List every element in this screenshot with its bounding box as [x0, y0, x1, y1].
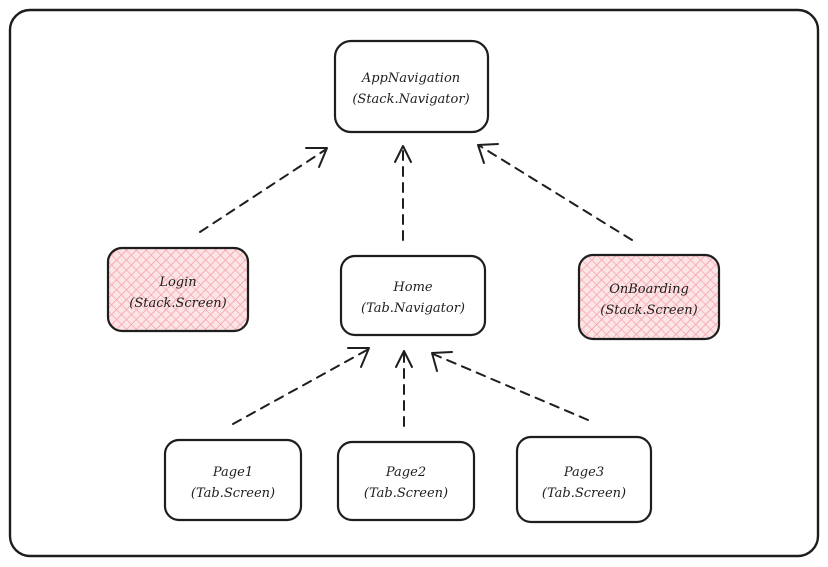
node-box	[163, 438, 303, 522]
node-login: Login (Stack.Screen)	[106, 246, 250, 333]
edge-onboarding-to-app-navigation	[477, 143, 633, 241]
node-box	[106, 246, 250, 333]
node-type: (Tab.Screen)	[364, 486, 448, 501]
node-title: OnBoarding	[609, 282, 689, 297]
node-page1: Page1 (Tab.Screen)	[163, 438, 303, 522]
node-home: Home (Tab.Navigator)	[339, 254, 487, 337]
node-title: AppNavigation	[361, 71, 460, 86]
node-type: (Stack.Navigator)	[352, 92, 469, 107]
node-box	[515, 435, 653, 524]
node-box	[577, 253, 721, 341]
edge-home-to-app-navigation	[394, 145, 412, 241]
edge-login-to-app-navigation	[199, 147, 328, 233]
node-app-navigation: AppNavigation (Stack.Navigator)	[333, 39, 490, 134]
node-title: Home	[392, 280, 432, 295]
node-box	[333, 39, 490, 134]
edge-page1-to-home	[232, 347, 370, 425]
nodes-layer: AppNavigation (Stack.Navigator) Login (S…	[106, 39, 721, 524]
outer-frame	[8, 8, 820, 558]
node-type: (Tab.Screen)	[191, 486, 275, 501]
node-onboarding: OnBoarding (Stack.Screen)	[577, 253, 721, 341]
node-title: Page2	[385, 465, 426, 480]
edges-layer	[199, 143, 633, 427]
node-type: (Stack.Screen)	[129, 296, 226, 311]
edge-page2-to-home	[395, 350, 413, 427]
node-title: Page1	[212, 465, 253, 480]
node-type: (Stack.Screen)	[600, 303, 697, 318]
node-type: (Tab.Screen)	[542, 486, 626, 501]
node-page2: Page2 (Tab.Screen)	[336, 440, 476, 522]
node-type: (Tab.Navigator)	[361, 301, 465, 316]
node-box	[339, 254, 487, 337]
node-page3: Page3 (Tab.Screen)	[515, 435, 653, 524]
edge-page3-to-home	[431, 351, 589, 421]
node-box	[336, 440, 476, 522]
node-title: Login	[158, 275, 196, 290]
node-title: Page3	[563, 465, 604, 480]
